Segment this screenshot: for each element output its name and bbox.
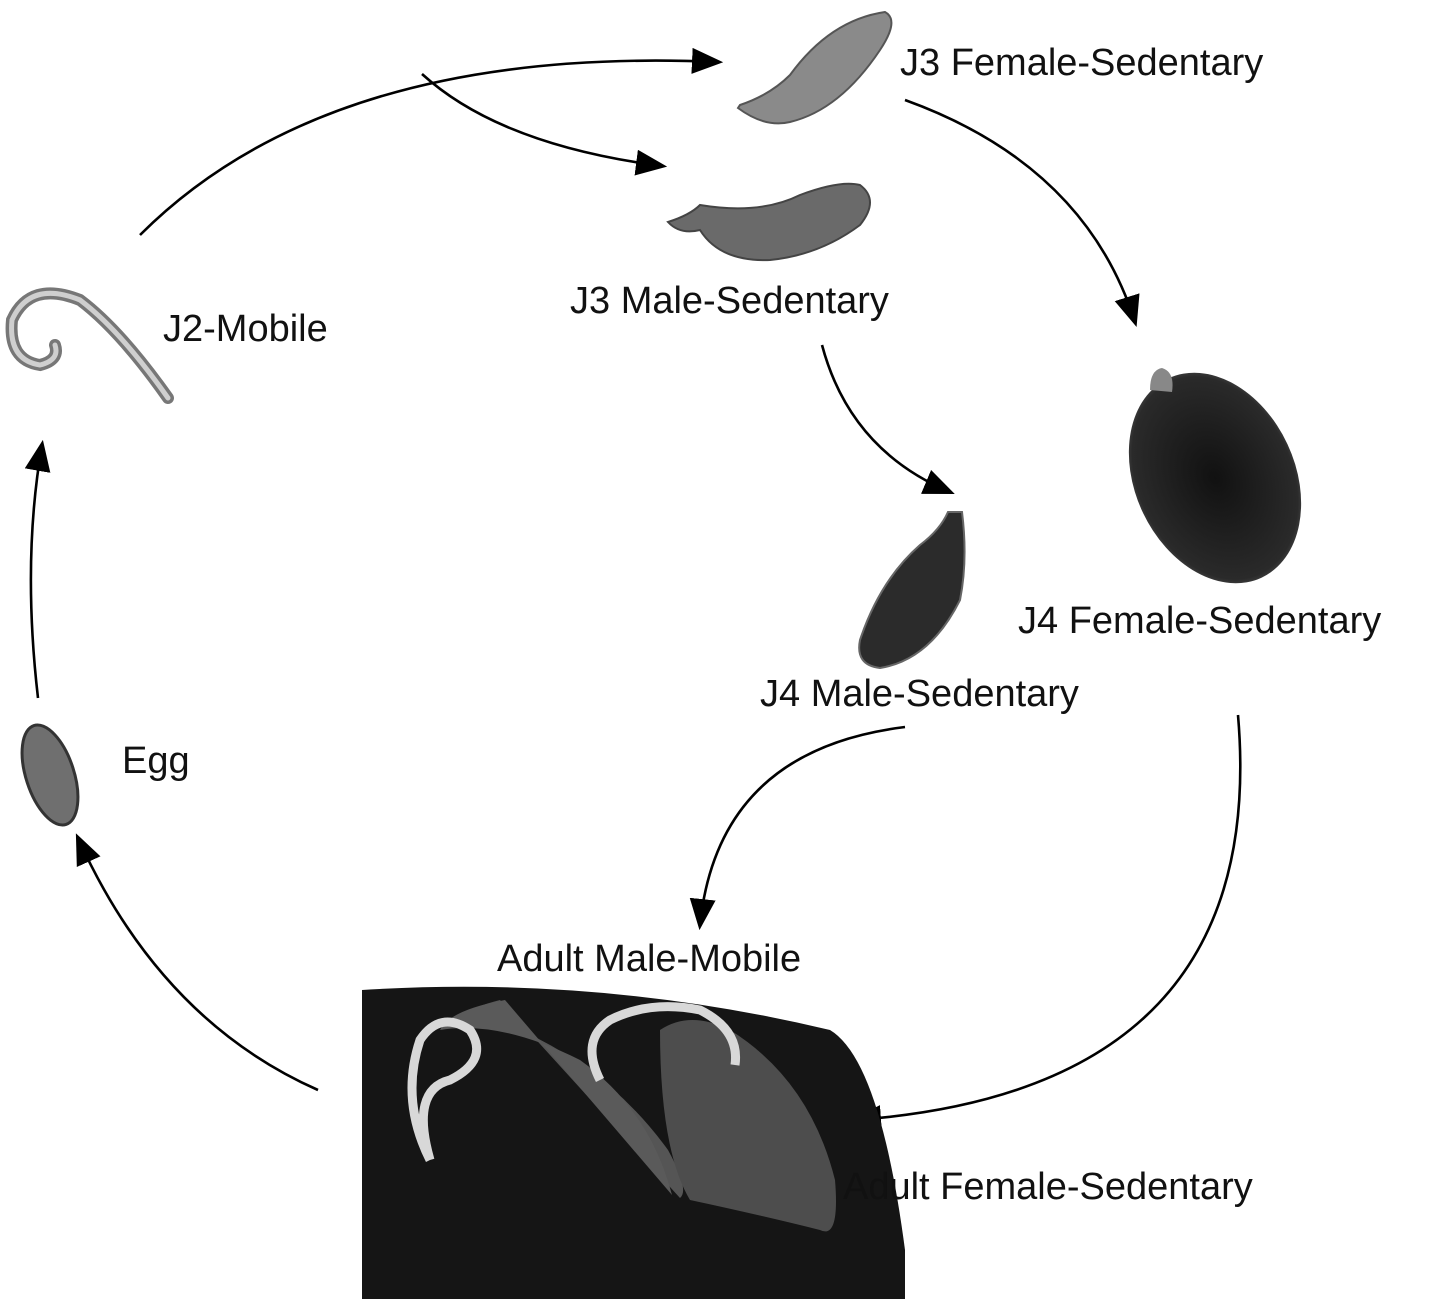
label-j3-female-sedentary: J3 Female-Sedentary bbox=[900, 42, 1263, 84]
arrow-j2-to-j3-female bbox=[139, 47, 724, 236]
j2-mobile-image bbox=[5, 287, 174, 404]
adult-female-image bbox=[362, 986, 905, 1299]
arrow-egg-to-j2 bbox=[24, 439, 51, 699]
j4-male-image bbox=[858, 511, 966, 670]
arrow-j2-to-j3-male bbox=[421, 73, 668, 176]
arrow-j4-female-to-adult-female bbox=[849, 714, 1242, 1132]
label-j2-mobile: J2-Mobile bbox=[163, 308, 328, 350]
arrow-adult-female-to-egg bbox=[75, 833, 319, 1092]
label-adult-male-mobile: Adult Male-Mobile bbox=[497, 938, 801, 980]
j3-female-image bbox=[736, 10, 893, 125]
label-j4-male-sedentary: J4 Male-Sedentary bbox=[760, 673, 1079, 715]
j3-male-image bbox=[666, 182, 871, 262]
label-j3-male-sedentary: J3 Male-Sedentary bbox=[570, 280, 889, 322]
label-adult-female-sedentary: Adult Female-Sedentary bbox=[843, 1166, 1253, 1208]
label-egg: Egg bbox=[122, 740, 190, 782]
arrow-j4-male-to-adult-male bbox=[689, 725, 906, 931]
arrow-j3-female-to-j4-female bbox=[904, 98, 1140, 327]
arrow-j3-male-to-j4-male bbox=[820, 344, 955, 495]
j4-female-image bbox=[1128, 368, 1302, 584]
egg-image bbox=[20, 723, 80, 827]
label-j4-female-sedentary: J4 Female-Sedentary bbox=[1018, 600, 1381, 642]
